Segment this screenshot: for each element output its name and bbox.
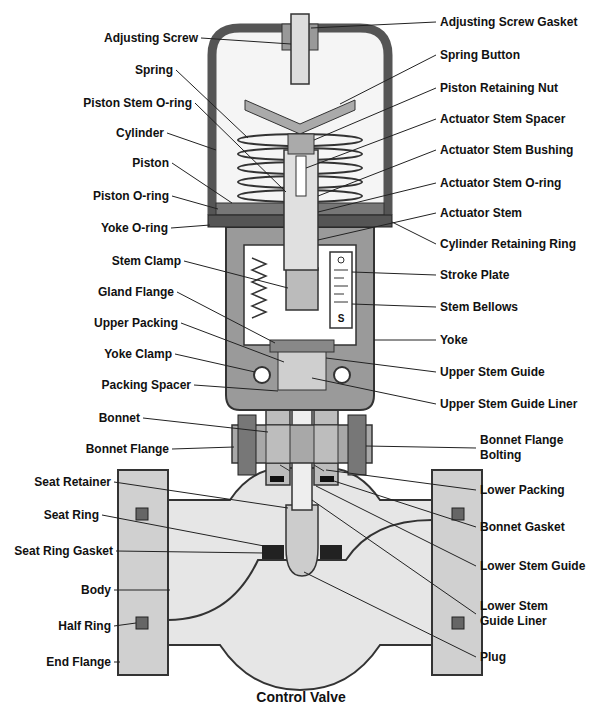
actuator-stem bbox=[284, 150, 318, 270]
part-label: Adjusting Screw bbox=[104, 31, 198, 46]
caption: Control Valve bbox=[256, 690, 345, 705]
part-label: Yoke O-ring bbox=[101, 221, 168, 236]
adjusting-screw bbox=[291, 14, 309, 84]
part-label: Actuator Stem Bushing bbox=[440, 143, 573, 158]
bonnet bbox=[314, 425, 338, 463]
yoke-clamp bbox=[334, 367, 350, 383]
part-label: Upper Stem Guide Liner bbox=[440, 397, 577, 412]
part-label: Cylinder bbox=[116, 126, 164, 141]
scale-mark: S bbox=[338, 311, 345, 326]
stem-bellows bbox=[252, 258, 266, 318]
part-label: Lower Stem Guide bbox=[480, 559, 585, 574]
part-label: Bonnet Flange bbox=[86, 442, 169, 457]
part-label: Stem Bellows bbox=[440, 300, 518, 315]
part-label: Actuator Stem Spacer bbox=[440, 112, 565, 127]
seat-ring bbox=[320, 545, 342, 559]
part-label: Seat Ring Gasket bbox=[14, 544, 113, 559]
spring-button bbox=[245, 100, 355, 134]
part-label: Upper Stem Guide bbox=[440, 365, 545, 380]
half-ring bbox=[136, 508, 148, 520]
part-label: Stem Clamp bbox=[112, 254, 181, 269]
part-label: Gland Flange bbox=[98, 285, 174, 300]
part-label: Actuator Stem bbox=[440, 206, 522, 221]
flange-bolt bbox=[238, 415, 256, 475]
piston-retaining-nut bbox=[288, 134, 314, 154]
part-label: Bonnet Gasket bbox=[480, 520, 565, 535]
part-label: Cylinder Retaining Ring bbox=[440, 237, 576, 252]
part-label: Seat Ring bbox=[44, 508, 99, 523]
part-label: Piston O-ring bbox=[93, 189, 169, 204]
spring bbox=[238, 134, 362, 202]
gland-flange bbox=[270, 340, 334, 352]
part-label: Spring bbox=[135, 63, 173, 78]
part-label: Lower Packing bbox=[480, 483, 565, 498]
part-label: Bonnet bbox=[99, 411, 140, 426]
part-label: Adjusting Screw Gasket bbox=[440, 15, 577, 30]
part-label: Piston bbox=[132, 156, 169, 171]
seat-ring bbox=[262, 545, 284, 559]
stroke-plate-mark bbox=[338, 257, 344, 263]
stroke-scale bbox=[334, 270, 348, 302]
part-label: Piston Stem O-ring bbox=[83, 96, 192, 111]
part-label: Stroke Plate bbox=[440, 268, 509, 283]
plug bbox=[286, 505, 318, 576]
part-label: Packing Spacer bbox=[102, 378, 191, 393]
bonnet bbox=[266, 425, 290, 463]
part-label: Piston Retaining Nut bbox=[440, 81, 558, 96]
stroke-plate bbox=[330, 252, 352, 328]
stem-clamp bbox=[286, 268, 318, 310]
half-ring bbox=[452, 617, 464, 629]
stem-spacer bbox=[296, 156, 306, 196]
bonnet-gasket bbox=[270, 476, 284, 482]
part-label: Seat Retainer bbox=[34, 475, 111, 490]
part-label: Yoke bbox=[440, 333, 468, 348]
half-ring bbox=[452, 508, 464, 520]
part-label: Yoke Clamp bbox=[104, 347, 172, 362]
leader-lines bbox=[102, 22, 476, 662]
part-label: Spring Button bbox=[440, 48, 520, 63]
part-label: Bonnet Flange Bolting bbox=[480, 433, 580, 463]
part-label: End Flange bbox=[46, 655, 111, 670]
end-flange bbox=[118, 470, 168, 675]
part-label: Plug bbox=[480, 650, 506, 665]
bonnet-gasket bbox=[320, 476, 334, 482]
flange-bolt bbox=[348, 415, 366, 475]
part-label: Half Ring bbox=[58, 619, 111, 634]
part-label: Lower Stem Guide Liner bbox=[480, 599, 566, 629]
yoke-clamp bbox=[254, 367, 270, 383]
part-label: Upper Packing bbox=[94, 316, 178, 331]
half-ring bbox=[136, 617, 148, 629]
part-label: Body bbox=[81, 583, 111, 598]
end-flange bbox=[432, 470, 482, 675]
part-label: Actuator Stem O-ring bbox=[440, 176, 561, 191]
